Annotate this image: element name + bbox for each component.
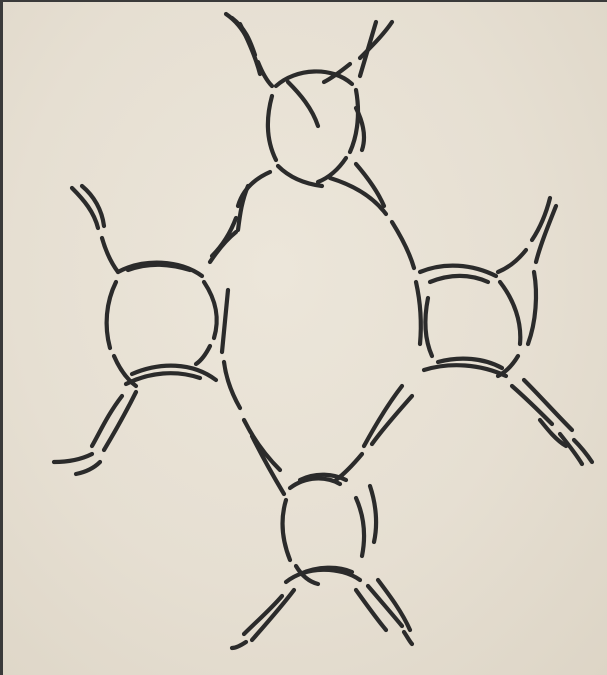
- right-loop-right-side-b: [528, 272, 536, 344]
- bottom-tail-left-c: [232, 642, 246, 648]
- left-strand-to-ring: [210, 232, 236, 262]
- top-loop-crossing-a: [288, 82, 318, 126]
- left-tail-top: [72, 188, 98, 228]
- bottom-loop-top-arc: [290, 478, 340, 488]
- top-loop-left-side-b: [278, 166, 322, 186]
- ring-left-side-b: [224, 362, 240, 408]
- right-tail-bottom-c: [560, 434, 582, 464]
- bottom-loop-left-side: [283, 500, 290, 560]
- left-loop-top-arc-b: [128, 265, 190, 270]
- top-strand-right-tail-b: [360, 22, 376, 76]
- left-loop-bottom-arc-b: [126, 373, 200, 384]
- left-loop-left-side: [107, 282, 116, 348]
- ring-bottom-left: [244, 420, 280, 470]
- bottom-loop-right-side: [356, 498, 364, 556]
- left-loop-right-side: [204, 282, 217, 338]
- ring-top-right-strand-b: [392, 222, 414, 268]
- left-tail-bottom-c: [54, 454, 92, 462]
- bottom-tail-left-b: [252, 590, 294, 640]
- center-ring: [212, 164, 421, 494]
- top-loop-left-side: [268, 96, 276, 160]
- right-loop: [420, 198, 592, 464]
- bottom-loop-right-side-b: [370, 486, 376, 542]
- left-tail-bottom-d: [76, 462, 100, 474]
- ring-left-side: [222, 290, 228, 352]
- top-loop: [226, 14, 392, 186]
- right-loop-right-side: [500, 282, 520, 344]
- ring-bottom-left-b: [252, 436, 284, 494]
- top-strand-left-a: [240, 24, 260, 74]
- bottom-loop: [232, 475, 412, 648]
- bottom-tail-right-d: [404, 632, 412, 644]
- left-tail-bottom: [92, 396, 122, 446]
- left-loop: [54, 186, 236, 474]
- right-loop-left-side: [425, 298, 432, 356]
- right-tail-top-c: [498, 250, 526, 272]
- right-loop-bottom-arc: [424, 365, 506, 376]
- left-loop-right-side-b: [196, 346, 210, 364]
- left-tail-top-c: [102, 238, 118, 272]
- bottom-tail-right-c: [356, 590, 386, 630]
- top-loop-right-side: [350, 90, 358, 152]
- ring-right-side: [416, 282, 421, 344]
- right-loop-top-arc-b: [430, 276, 488, 282]
